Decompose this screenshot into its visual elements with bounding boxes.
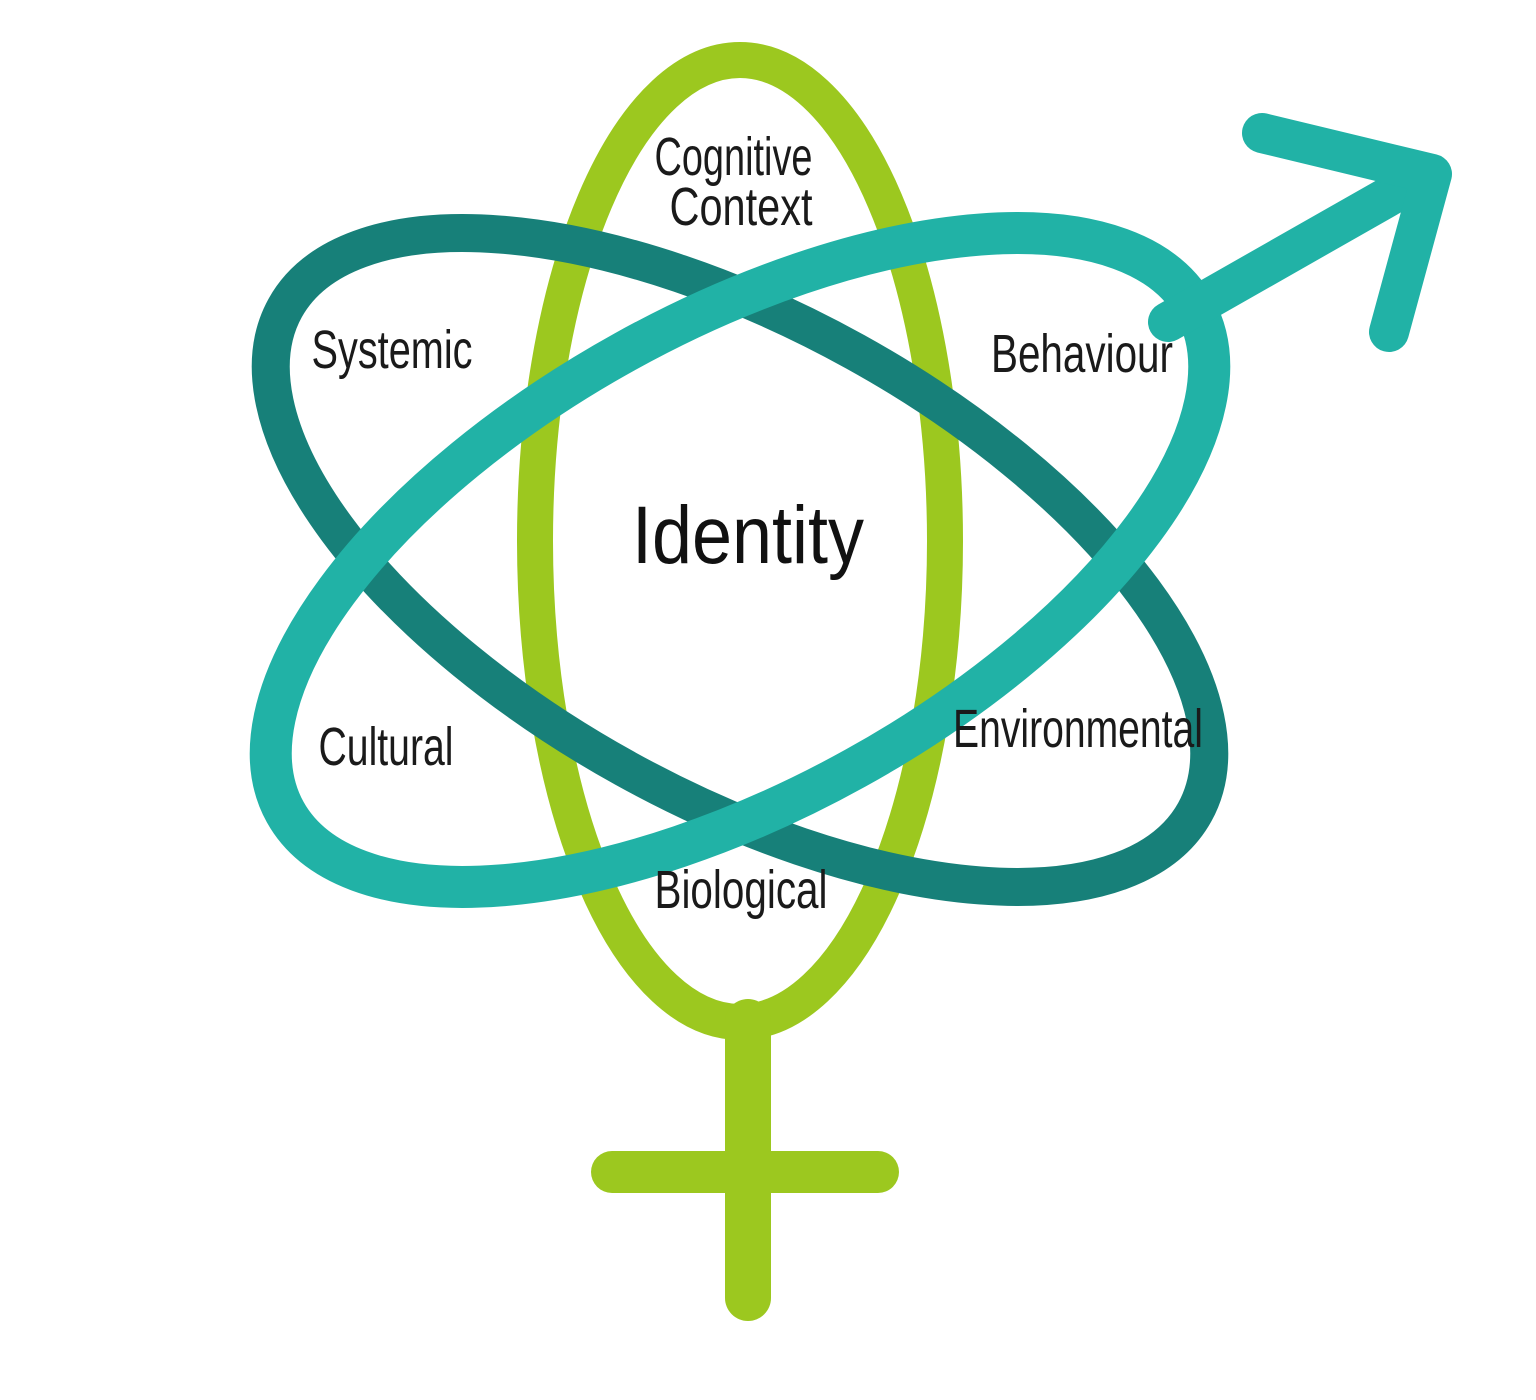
male-gender-icon: [249, 113, 1452, 908]
label-cognitive-context-line2: Context: [670, 177, 813, 237]
label-cognitive-context-line1: Cognitive: [654, 127, 812, 187]
label-identity: Identity: [632, 490, 864, 581]
label-cognitive-context: Cognitive Context: [654, 127, 827, 237]
label-environmental: Environmental: [953, 699, 1203, 759]
label-cultural: Cultural: [319, 717, 454, 777]
female-gender-icon: [517, 42, 963, 1321]
label-systemic: Systemic: [312, 320, 473, 380]
label-behaviour: Behaviour: [991, 324, 1173, 384]
label-biological: Biological: [655, 860, 828, 920]
male-symbol-arrow-head: [1242, 113, 1452, 352]
dark-teal-tilted-ring: [251, 214, 1229, 906]
male-symbol-arrow-shaft: [1148, 154, 1448, 342]
